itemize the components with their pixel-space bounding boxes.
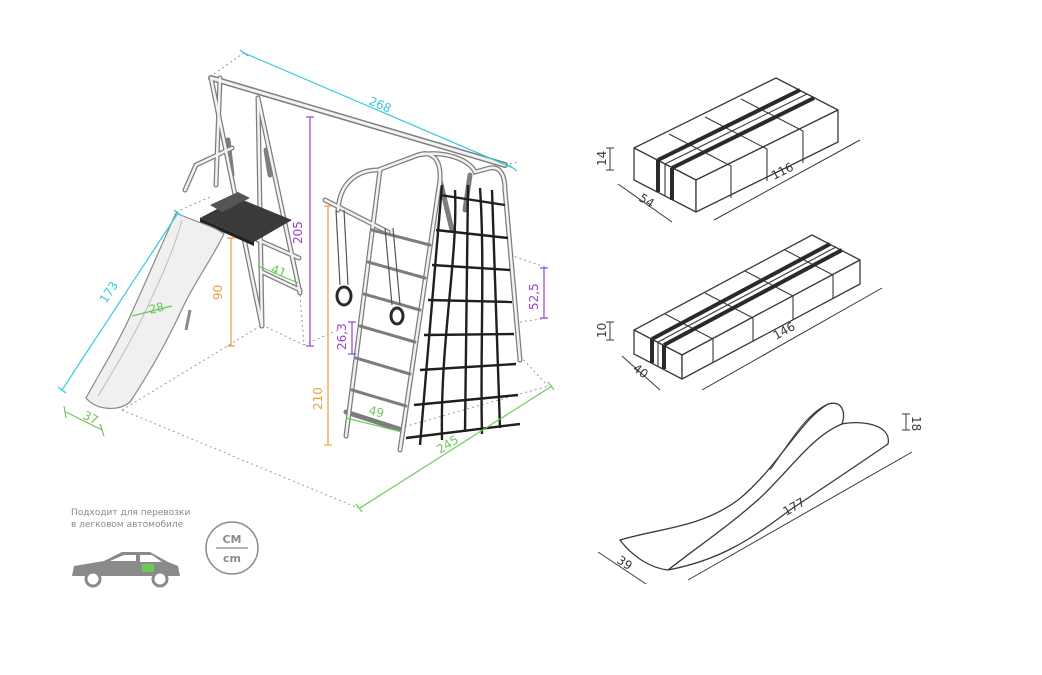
package-1-depth-label: 54 [636, 191, 656, 211]
swing-height-label: 205 [291, 221, 305, 244]
units-top: СМ [222, 533, 241, 546]
net-height-label: 210 [311, 387, 325, 410]
package-1-height-label: 14 [595, 151, 609, 166]
package-1 [633, 77, 839, 213]
slide-package-dimension-lines [597, 413, 913, 585]
package-2-dimension-lines [606, 287, 883, 391]
platform [200, 192, 292, 246]
ladder-width-label: 49 [367, 403, 385, 420]
package-2 [633, 234, 861, 380]
slide-width-label: 28 [147, 300, 165, 317]
slide-package [619, 402, 889, 571]
package-1-dimension-lines [606, 139, 861, 223]
construction-lines [121, 51, 549, 509]
car-icon [72, 552, 180, 588]
slide-package-width-label: 39 [614, 553, 634, 573]
package-2-height-label: 10 [595, 323, 609, 338]
slide-package-height-label: 18 [909, 416, 923, 431]
transport-note: Подходит для перевозки в легковом автомо… [71, 508, 191, 530]
units-bottom: cm [223, 552, 241, 565]
step-label: 41 [269, 262, 288, 281]
width-label: 268 [367, 94, 394, 116]
units-badge-icon: СМ cm [205, 521, 259, 575]
slide-length-label: 173 [97, 279, 121, 306]
rings-label: 26,3 [335, 323, 349, 350]
slide-base-label: 37 [81, 408, 101, 427]
gymnastic-rings [335, 209, 405, 326]
climbing-net [405, 184, 521, 446]
platform-height-label: 90 [211, 285, 225, 300]
dimension-lines [57, 49, 555, 513]
net-offset-label: 52,5 [527, 283, 541, 310]
